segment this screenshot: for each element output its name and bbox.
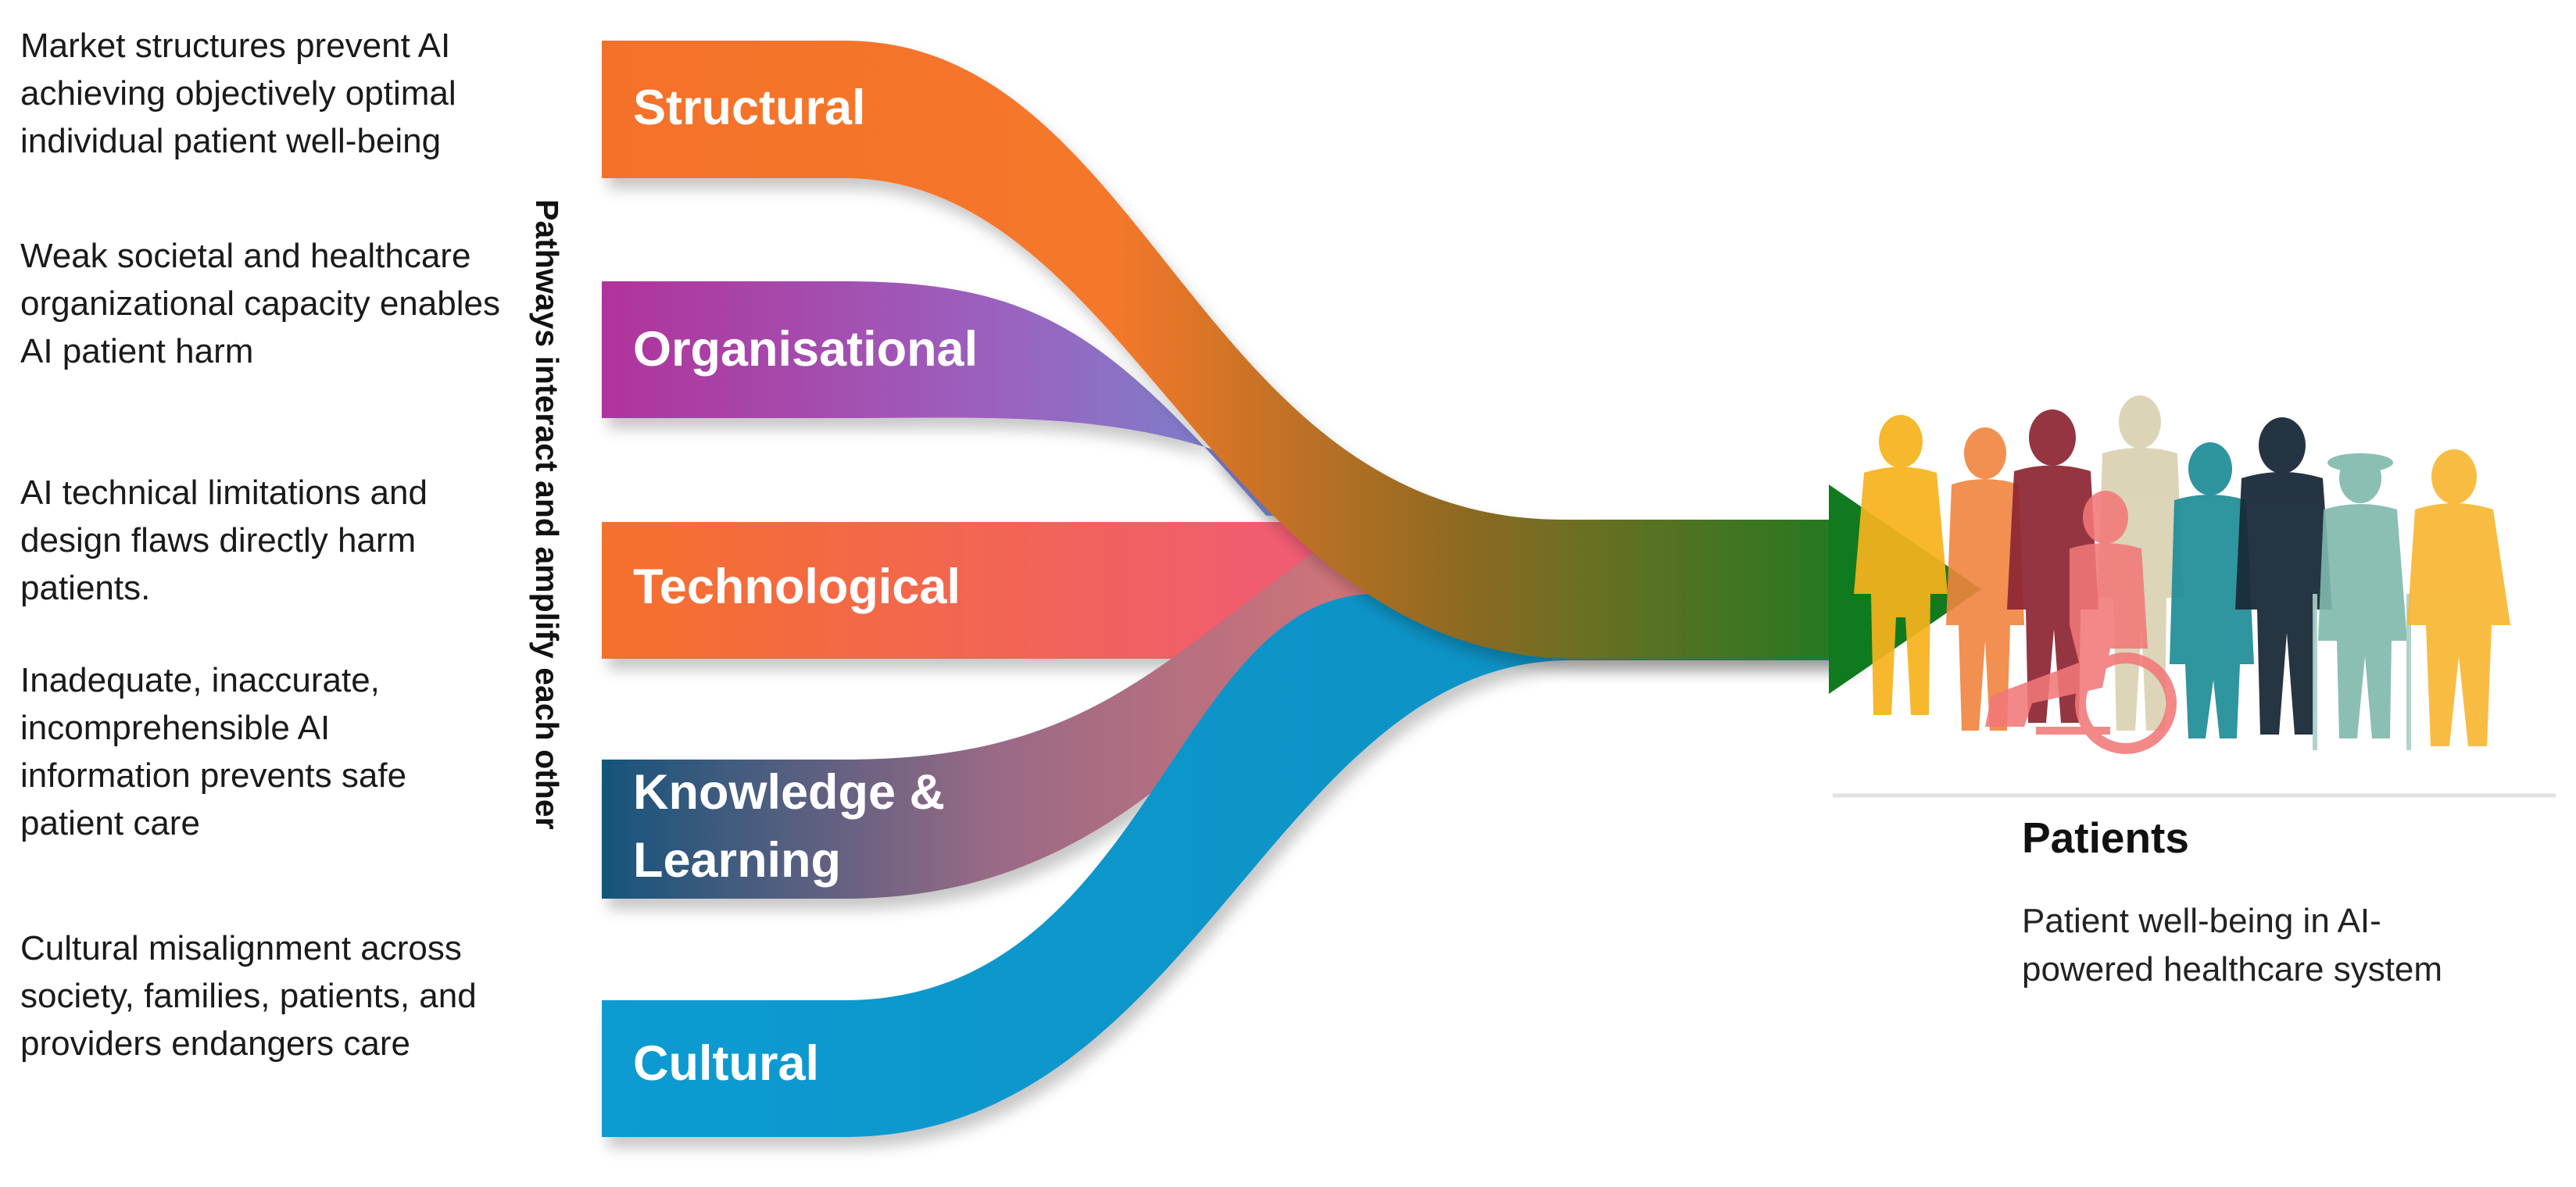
- description-cultural: Cultural misalignment across society, fa…: [20, 929, 477, 1063]
- patients-description: Patient well-being in AI-powered healthc…: [2022, 902, 2443, 989]
- band-label-cultural: Cultural: [633, 1036, 819, 1091]
- patients-title: Patients: [2022, 813, 2189, 862]
- person-figure: [2407, 449, 2510, 746]
- cultural-band: [602, 594, 1852, 1137]
- structural-band: [602, 41, 1852, 659]
- vertical-note: Pathways interact and amplify each other: [529, 199, 565, 830]
- patient-group-illustration: [1854, 395, 2510, 754]
- person-figure: [2313, 453, 2411, 750]
- knowledge-learning-band: [602, 547, 1376, 899]
- person-figure: [2170, 442, 2254, 738]
- organisational-band: [602, 281, 1344, 516]
- description-technological: AI technical limitations and design flaw…: [20, 474, 428, 607]
- person-figure: [2235, 417, 2332, 735]
- person-figure: [2007, 409, 2098, 723]
- person-in-wheelchair-figure: [1985, 491, 2177, 754]
- band-label-organisational: Organisational: [633, 322, 978, 377]
- description-organisational: Weak societal and healthcare organizatio…: [20, 237, 500, 370]
- description-structural: Market structures prevent AI achieving o…: [20, 27, 456, 160]
- technological-band: [602, 522, 1360, 659]
- person-figure: [1854, 415, 1948, 715]
- person-figure: [1946, 427, 2024, 731]
- description-knowledge-learning: Inadequate, inaccurate, incomprehensible…: [20, 661, 407, 842]
- band-label-knowledge-line2: Learning: [633, 833, 841, 888]
- band-label-structural: Structural: [633, 80, 866, 135]
- band-label-technological: Technological: [633, 560, 961, 614]
- band-label-knowledge-line1: Knowledge &: [633, 765, 945, 820]
